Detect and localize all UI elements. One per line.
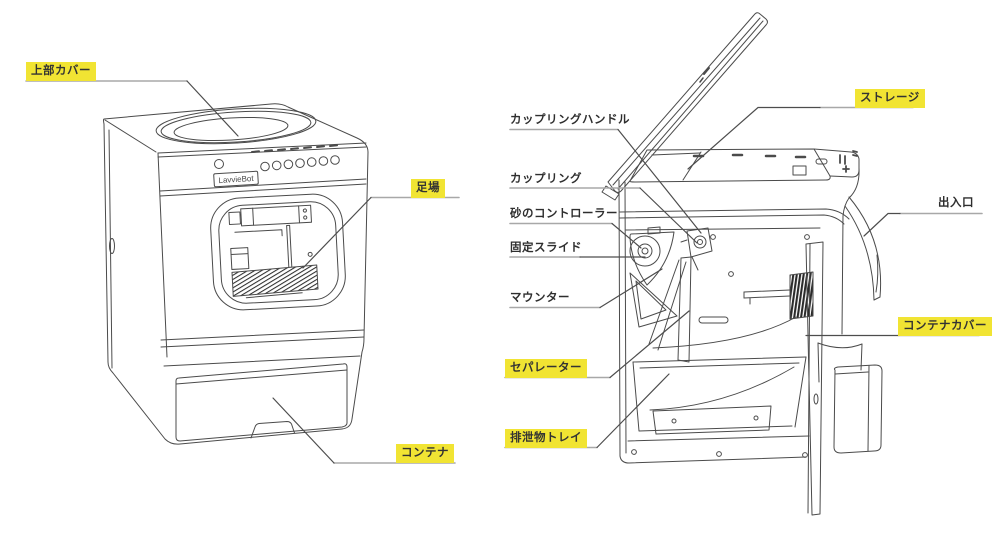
logo-text: LavvieBot (218, 174, 254, 185)
label-coupling-handle: カップリングハンドル (510, 114, 630, 126)
label-container-cover: コンテナカバー (898, 317, 992, 336)
label-mounter: マウンター (510, 292, 570, 304)
label-entrance: 出入口 (938, 197, 974, 209)
label-sand-controller: 砂のコントローラー (510, 208, 618, 220)
label-storage: ストレージ (855, 89, 925, 108)
label-separator: セパレーター (505, 359, 587, 378)
label-waste-tray: 排泄物トレイ (505, 429, 587, 448)
logo-plate: LavvieBot (213, 170, 259, 188)
label-top-cover: 上部カバー (26, 62, 96, 81)
left-device-drawing: LavvieBot (103, 103, 369, 445)
right-device-drawing (601, 12, 883, 516)
label-container: コンテナ (396, 444, 454, 463)
interior-mechanism (228, 204, 319, 299)
label-fixed-slide: 固定スライド (510, 242, 582, 254)
label-scaffold: 足場 (411, 179, 445, 198)
label-coupling: カップリング (510, 173, 582, 185)
